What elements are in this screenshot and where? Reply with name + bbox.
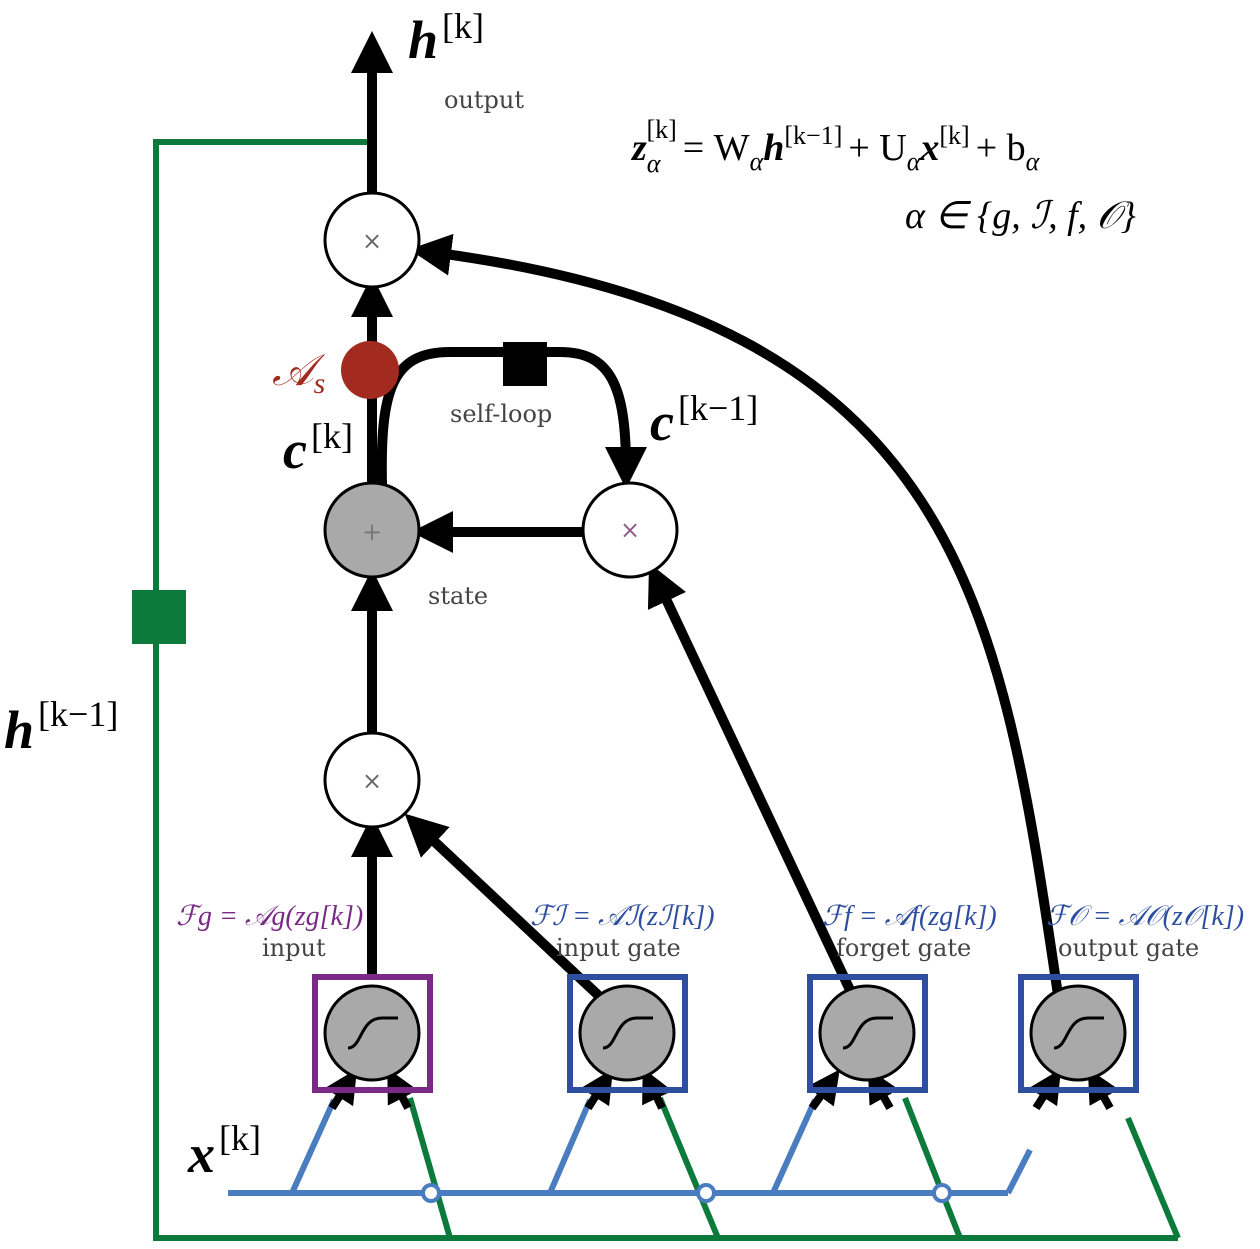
bus-crossings: [421, 1183, 952, 1203]
recurrent-loop: [153, 139, 1181, 1241]
gate-formula-forget: ℱf = 𝒜f(zg[k]): [822, 901, 997, 932]
label-c-k: c[k]: [283, 416, 353, 480]
label-c-k-minus-1: c[k−1]: [650, 388, 758, 452]
activation-dot-red: [341, 341, 399, 399]
gate-input-box: [312, 974, 433, 1093]
gate-name-forget: forget gate: [836, 934, 971, 962]
state-node: +: [323, 481, 421, 579]
gate-input-gate-box: [567, 974, 688, 1093]
label-activation-s: 𝒜s: [272, 346, 326, 400]
gate-name-input: input: [262, 934, 326, 962]
equation-z: zα[k]= Wαh[k−1]+ Uαx[k]+ bα: [630, 115, 1041, 178]
multiply-input-node: ×: [323, 731, 421, 829]
sigmoid-icon: [1053, 1016, 1104, 1050]
gate-formula-input-gate: ℱℐ = 𝒜ℐ(zℐ[k]): [530, 901, 715, 932]
multiply-forget-node: ×: [581, 481, 679, 579]
sigmoid-icon: [602, 1016, 653, 1050]
label-x-k: x[k]: [187, 1118, 261, 1184]
label-state: state: [428, 582, 488, 610]
equation-alpha-set: α ∈ {g, ℐ, f, 𝒪}: [905, 195, 1136, 237]
label-h-k: h[k]: [408, 6, 484, 70]
label-h-k-minus-1: h[k−1]: [4, 694, 118, 760]
gate-forget-box: [807, 974, 928, 1093]
gate-input-arrows: [324, 1067, 1119, 1111]
label-output: output: [444, 86, 524, 114]
delay-block-green: [132, 590, 186, 644]
gate-formula-input: ℱg = 𝒜g(zg[k]): [176, 901, 363, 932]
svg-text:×: ×: [362, 767, 382, 795]
svg-text:×: ×: [620, 516, 640, 544]
svg-text:×: ×: [362, 227, 382, 255]
multiply-output-node: ×: [323, 191, 421, 289]
flow-arrows: [351, 31, 1063, 999]
gate-name-output: output gate: [1058, 934, 1199, 962]
svg-text:+: +: [362, 518, 382, 546]
input-bus: [228, 1098, 1033, 1196]
label-self-loop: self-loop: [450, 400, 552, 428]
sigmoid-icon: [347, 1016, 398, 1050]
gate-name-input-gate: input gate: [556, 934, 681, 962]
delay-block-self-loop: [503, 342, 547, 386]
gate-output-box: [1018, 974, 1139, 1093]
sigmoid-icon: [842, 1016, 893, 1050]
gate-formula-output: ℱ𝒪 = 𝒜𝒪(z𝒪[k]): [1046, 901, 1244, 932]
